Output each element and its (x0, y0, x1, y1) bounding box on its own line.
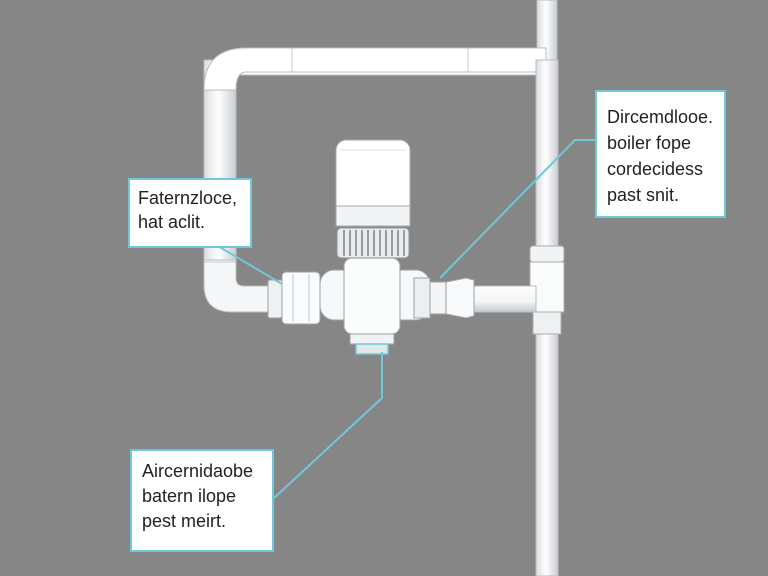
leader-line-left (217, 245, 283, 285)
callout-right: Dircemdlooe. boiler fope cordecidess pas… (595, 90, 726, 218)
leader-line-right (439, 139, 597, 279)
supply-loop-pipe (203, 47, 547, 313)
callout-right-line-3: cordecidess (607, 159, 704, 179)
callout-left-line-1: Faternzloce, (138, 188, 238, 208)
callout-bottom-line-1: Aircernidaobe (142, 461, 254, 481)
outlet-pipe (469, 285, 537, 313)
callout-right-line-2: boiler fope (607, 133, 692, 153)
valve-assembly (267, 139, 475, 355)
riser-pipe-main (529, 59, 565, 576)
leader-line-bottom (273, 352, 383, 499)
callout-right-line-1: Dircemdlooe. (607, 107, 714, 127)
callout-bottom-line-3: pest meirt. (142, 511, 227, 531)
callout-bottom-line-2: batern ilope (142, 486, 237, 506)
callout-left-line-2: hat aclit. (138, 212, 206, 232)
callout-right-line-4: past snit. (607, 185, 680, 205)
callout-left: Faternzloce, hat aclit. (128, 178, 252, 248)
callout-bottom: Aircernidaobe batern ilope pest meirt. (130, 449, 274, 552)
leader-lines (217, 139, 597, 499)
